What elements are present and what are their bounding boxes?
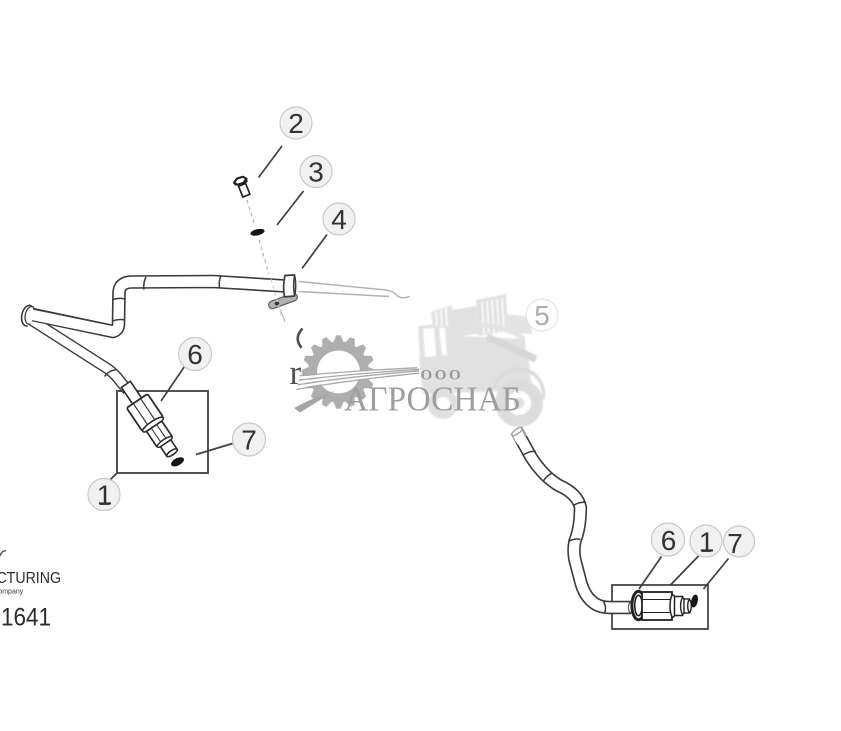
svg-text:r: r (290, 353, 302, 392)
svg-text:OOO: OOO (421, 368, 464, 384)
svg-text:4: 4 (331, 204, 347, 235)
svg-text:3: 3 (308, 157, 324, 188)
svg-text:1: 1 (699, 527, 715, 558)
svg-text:6: 6 (187, 339, 203, 370)
svg-text:a company: a company (0, 589, 24, 596)
svg-text:ACTURING: ACTURING (0, 570, 61, 587)
svg-text:7: 7 (727, 528, 743, 559)
svg-text:7: 7 (241, 425, 257, 456)
svg-text:1: 1 (97, 480, 113, 511)
svg-text:АГРОСНАБ: АГРОСНАБ (344, 380, 521, 419)
svg-text:1641: 1641 (1, 604, 51, 632)
svg-text:2: 2 (288, 108, 304, 139)
svg-text:6: 6 (661, 525, 677, 556)
svg-text:5: 5 (534, 300, 550, 331)
